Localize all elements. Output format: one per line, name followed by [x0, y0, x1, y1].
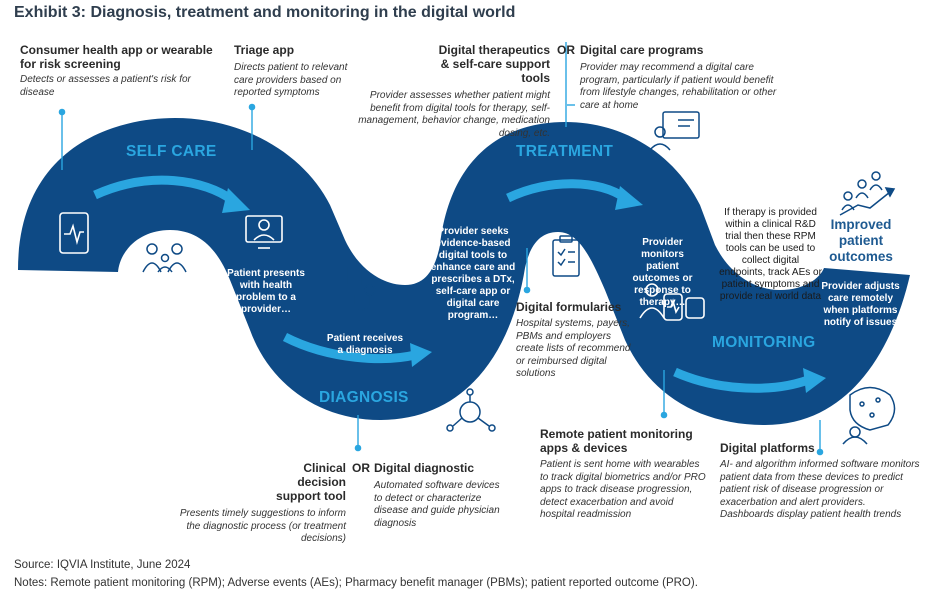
- flow-arrow-self-care: [93, 175, 235, 204]
- callout-desc: Presents timely suggestions to inform th…: [179, 508, 346, 544]
- or-label: OR: [557, 43, 575, 57]
- callout-desc: Provider may recommend a digital care pr…: [580, 62, 777, 111]
- callout-title: Digital diagnostic: [374, 461, 475, 475]
- flow-arrow-diagnosis: [282, 332, 417, 364]
- stethoscope-icon: [347, 267, 376, 311]
- callout-consumer-app: Consumer health app or wearable for risk…: [20, 43, 220, 99]
- callout-desc: Automated software devices to detect or …: [374, 480, 500, 529]
- outcome-label: Improved patient outcomes: [829, 217, 893, 264]
- growth-people-icon: [839, 171, 896, 216]
- ai-head-icon: [446, 388, 496, 432]
- callout-title: Digital platforms: [720, 441, 815, 455]
- flow-arrowhead-self-care: [222, 188, 250, 213]
- wearables-icon: [639, 283, 705, 321]
- source-text: Source: IQVIA Institute, June 2024: [14, 559, 191, 571]
- flow-arrowhead-monitoring: [803, 368, 826, 393]
- callout-digital-formularies: Digital formularies Hospital systems, pa…: [516, 300, 636, 381]
- flow-text-patient-presents: Patient presents with health problem to …: [227, 268, 305, 315]
- ai-brain-icon: [842, 386, 896, 445]
- callout-rpm: Remote patient monitoring apps & devices…: [540, 427, 710, 522]
- flow-text-patient-receives: Patient receives a diagnosis: [326, 333, 404, 356]
- care-program-screen-icon: [649, 111, 700, 151]
- callout-title: Remote patient monitoring apps & devices: [540, 427, 693, 455]
- callout-clinical-decision: Clinical decision support tool Presents …: [168, 461, 346, 546]
- callout-title: Digital formularies: [516, 300, 622, 314]
- callout-title: Consumer health app or wearable for risk…: [20, 43, 213, 71]
- stage-monitoring: MONITORING: [712, 334, 816, 351]
- flow-arrowhead-treatment: [615, 186, 643, 210]
- tablet-ecg-icon: [59, 212, 89, 254]
- callout-desc: Detects or assesses a patient's risk for…: [20, 74, 191, 98]
- callout-digital-therapeutics: Digital therapeutics & self-care support…: [350, 43, 550, 140]
- callout-desc: AI- and algorithm informed software moni…: [720, 459, 920, 520]
- telehealth-doctor-icon: [245, 215, 283, 249]
- journey-band: [18, 118, 910, 425]
- flow-arrow-monitoring: [673, 367, 810, 393]
- flow-text-if-therapy: If therapy is provided within a clinical…: [719, 207, 822, 302]
- or-label: OR: [352, 461, 370, 475]
- callout-digital-diagnostic: Digital diagnostic Automated software de…: [374, 461, 509, 530]
- family-icon: [142, 243, 187, 273]
- flow-arrowhead-diagnosis: [410, 343, 432, 367]
- callout-title: Digital care programs: [580, 43, 704, 57]
- callout-digital-platforms: Digital platforms AI- and algorithm info…: [720, 441, 920, 522]
- callout-title: Triage app: [234, 43, 295, 57]
- callout-triage-app: Triage app Directs patient to relevant c…: [234, 43, 354, 100]
- stage-diagnosis: DIAGNOSIS: [319, 389, 409, 406]
- callout-digital-care-programs: Digital care programs Provider may recom…: [580, 43, 795, 112]
- callout-desc: Patient is sent home with wearables to t…: [540, 459, 706, 520]
- flow-text-provider-monitors: Provider monitors patient outcomes or re…: [632, 237, 693, 308]
- callout-title: Clinical decision support tool: [276, 461, 346, 503]
- stage-treatment: TREATMENT: [516, 143, 614, 160]
- flow-arrow-treatment: [506, 179, 628, 203]
- page-title: Exhibit 3: Diagnosis, treatment and moni…: [14, 4, 516, 21]
- flow-text-provider-seeks: Provider seeks evidence-based digital to…: [430, 226, 516, 321]
- callout-desc: Hospital systems, payers, PBMs and emplo…: [516, 318, 631, 379]
- callout-title: Digital therapeutics & self-care support…: [438, 43, 550, 85]
- stage-self-care: SELF CARE: [126, 143, 217, 160]
- flow-text-provider-adjusts: Provider adjusts care remotely when plat…: [821, 281, 900, 328]
- callout-desc: Directs patient to relevant care provide…: [234, 62, 348, 98]
- notes-text: Notes: Remote patient monitoring (RPM); …: [14, 577, 698, 589]
- callout-desc: Provider assesses whether patient might …: [358, 90, 550, 139]
- clipboard-checklist-icon: [552, 235, 580, 277]
